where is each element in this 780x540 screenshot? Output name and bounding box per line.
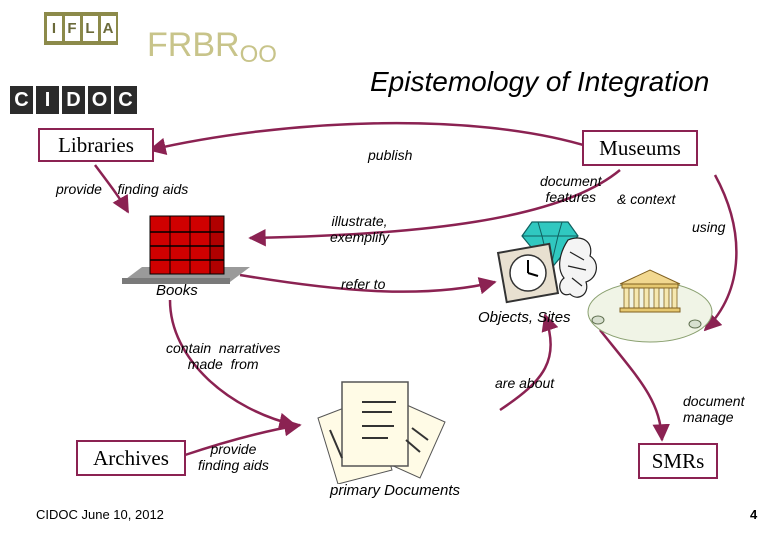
page-number: 4	[750, 507, 758, 522]
node-libraries: Libraries	[38, 128, 154, 162]
arrow-publish	[148, 121, 591, 155]
arrow-document-manage	[599, 329, 670, 442]
label-are-about: are about	[495, 375, 555, 391]
ifla-logo: I F L A	[44, 12, 118, 45]
arrow-contain-narratives	[168, 299, 297, 430]
arrow-provide-finding-aids-libraries	[94, 164, 130, 214]
books-label: Books	[156, 282, 198, 299]
arrow-illustrate	[248, 169, 621, 247]
label-refer-to: refer to	[341, 276, 386, 292]
footer-date: CIDOC June 10, 2012	[36, 507, 164, 522]
label-using: using	[692, 219, 726, 235]
label-document-features: document features	[540, 173, 602, 205]
cidoc-letter: C	[114, 86, 137, 114]
cidoc-letter: I	[36, 86, 59, 114]
label-and-context: & context	[617, 191, 676, 207]
cidoc-logo: C I D O C	[10, 85, 138, 115]
ifla-letter: L	[82, 16, 98, 41]
arrow-provide-finding-aids-archives	[184, 418, 302, 457]
frbr-main: FRBR	[147, 26, 240, 64]
label-provide-finding-aids-libraries: provide finding aids	[56, 181, 189, 197]
arrow-are-about	[499, 313, 559, 412]
primary-documents-icon	[317, 381, 446, 484]
objects-sites-icon	[496, 221, 713, 343]
node-archives: Archives	[76, 440, 186, 476]
ifla-letter: F	[64, 16, 80, 41]
cidoc-letter: O	[88, 86, 111, 114]
objects-sites-label: Objects, Sites	[478, 309, 571, 326]
label-publish: publish	[368, 147, 413, 163]
ifla-letter: A	[100, 16, 116, 41]
label-provide-finding-aids-archives: provide finding aids	[198, 441, 269, 473]
frbr-oo-title: FRBROO	[147, 26, 277, 68]
label-contain-narratives: contain narratives made from	[166, 340, 281, 372]
node-museums: Museums	[582, 130, 698, 166]
arrow-refer-to	[239, 273, 497, 295]
books-icon	[122, 215, 250, 284]
page-title: Epistemology of Integration	[370, 66, 710, 97]
frbr-sub: OO	[239, 41, 277, 68]
cidoc-letter: D	[62, 86, 85, 114]
ifla-letter: I	[46, 16, 62, 41]
cidoc-letter: C	[10, 86, 33, 114]
primary-documents-label: primary Documents	[330, 482, 461, 499]
arrow-using	[703, 174, 738, 332]
label-illustrate-exemplify: illustrate, exemplify	[330, 213, 390, 245]
label-document-manage: document manage	[683, 393, 745, 425]
node-smrs: SMRs	[638, 443, 718, 479]
